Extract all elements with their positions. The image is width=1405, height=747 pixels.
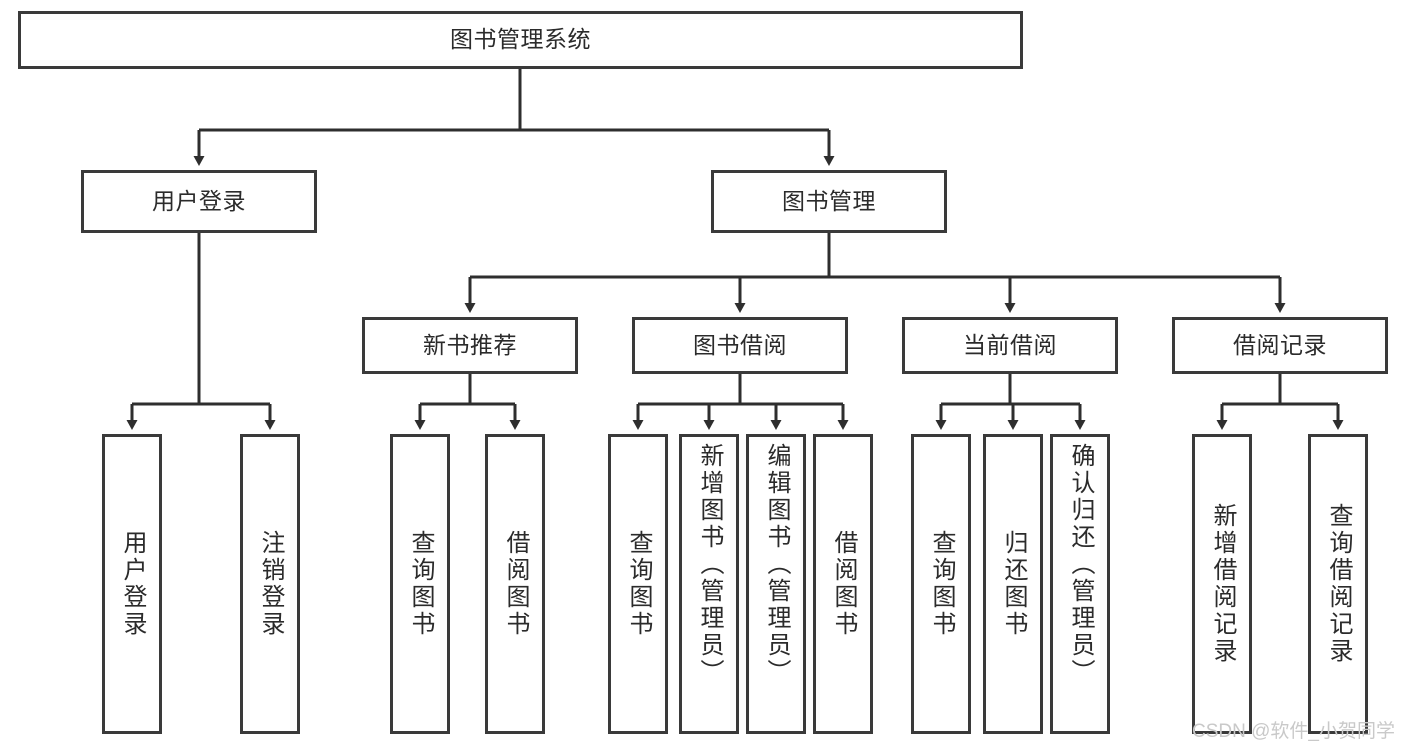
leaf-add-record-label: 新增借阅记录 <box>1208 503 1236 665</box>
leaf-query-record-label: 查询借阅记录 <box>1324 503 1352 665</box>
node-user-login-label: 用户登录 <box>152 187 246 214</box>
leaf-query-book-3-label: 查询图书 <box>927 530 955 638</box>
leaf-query-book-2-label: 查询图书 <box>624 530 652 638</box>
node-book-manage[interactable]: 图书管理 <box>711 170 947 233</box>
node-current-borrow-label: 当前借阅 <box>963 331 1057 358</box>
leaf-edit-book-label: 编辑图书（管理员） <box>762 443 790 686</box>
node-new-book-rec-label: 新书推荐 <box>423 331 517 358</box>
leaf-confirm-return[interactable]: 确认归还（管理员） <box>1050 434 1110 734</box>
leaf-query-book-2[interactable]: 查询图书 <box>608 434 668 734</box>
leaf-borrow-book-2[interactable]: 借阅图书 <box>813 434 873 734</box>
leaf-user-logout[interactable]: 注销登录 <box>240 434 300 734</box>
csdn-watermark: CSDN @软件_小贺同学 <box>1192 721 1395 742</box>
leaf-add-record[interactable]: 新增借阅记录 <box>1192 434 1252 734</box>
edge-group-current-borrow <box>935 374 1086 430</box>
leaf-query-record[interactable]: 查询借阅记录 <box>1308 434 1368 734</box>
leaf-edit-book[interactable]: 编辑图书（管理员） <box>746 434 806 734</box>
node-current-borrow[interactable]: 当前借阅 <box>902 317 1118 374</box>
node-book-manage-label: 图书管理 <box>782 187 876 214</box>
edge-group-book-manage <box>464 233 1286 313</box>
leaf-add-book-label: 新增图书（管理员） <box>695 443 723 686</box>
node-book-borrow-label: 图书借阅 <box>693 331 787 358</box>
node-book-borrow[interactable]: 图书借阅 <box>632 317 848 374</box>
node-root[interactable]: 图书管理系统 <box>18 11 1023 69</box>
leaf-borrow-book-2-label: 借阅图书 <box>829 530 857 638</box>
edge-group-root <box>193 69 835 166</box>
node-root-label: 图书管理系统 <box>450 26 591 53</box>
node-user-login[interactable]: 用户登录 <box>81 170 317 233</box>
leaf-user-logout-label: 注销登录 <box>256 530 284 638</box>
edge-group-new-book-rec <box>414 374 521 430</box>
leaf-user-login-label: 用户登录 <box>118 530 146 638</box>
leaf-add-book[interactable]: 新增图书（管理员） <box>679 434 739 734</box>
leaf-borrow-book-1-label: 借阅图书 <box>501 530 529 638</box>
leaf-confirm-return-label: 确认归还（管理员） <box>1066 443 1094 686</box>
node-borrow-record[interactable]: 借阅记录 <box>1172 317 1388 374</box>
leaf-query-book-1[interactable]: 查询图书 <box>390 434 450 734</box>
edge-group-user-login <box>126 233 276 430</box>
leaf-user-login[interactable]: 用户登录 <box>102 434 162 734</box>
leaf-return-book-label: 归还图书 <box>999 530 1027 638</box>
leaf-return-book[interactable]: 归还图书 <box>983 434 1043 734</box>
node-new-book-rec[interactable]: 新书推荐 <box>362 317 578 374</box>
edge-group-book-borrow <box>632 374 849 430</box>
leaf-query-book-1-label: 查询图书 <box>406 530 434 638</box>
leaf-query-book-3[interactable]: 查询图书 <box>911 434 971 734</box>
edge-group-borrow-record <box>1216 374 1344 430</box>
leaf-borrow-book-1[interactable]: 借阅图书 <box>485 434 545 734</box>
node-borrow-record-label: 借阅记录 <box>1233 331 1327 358</box>
